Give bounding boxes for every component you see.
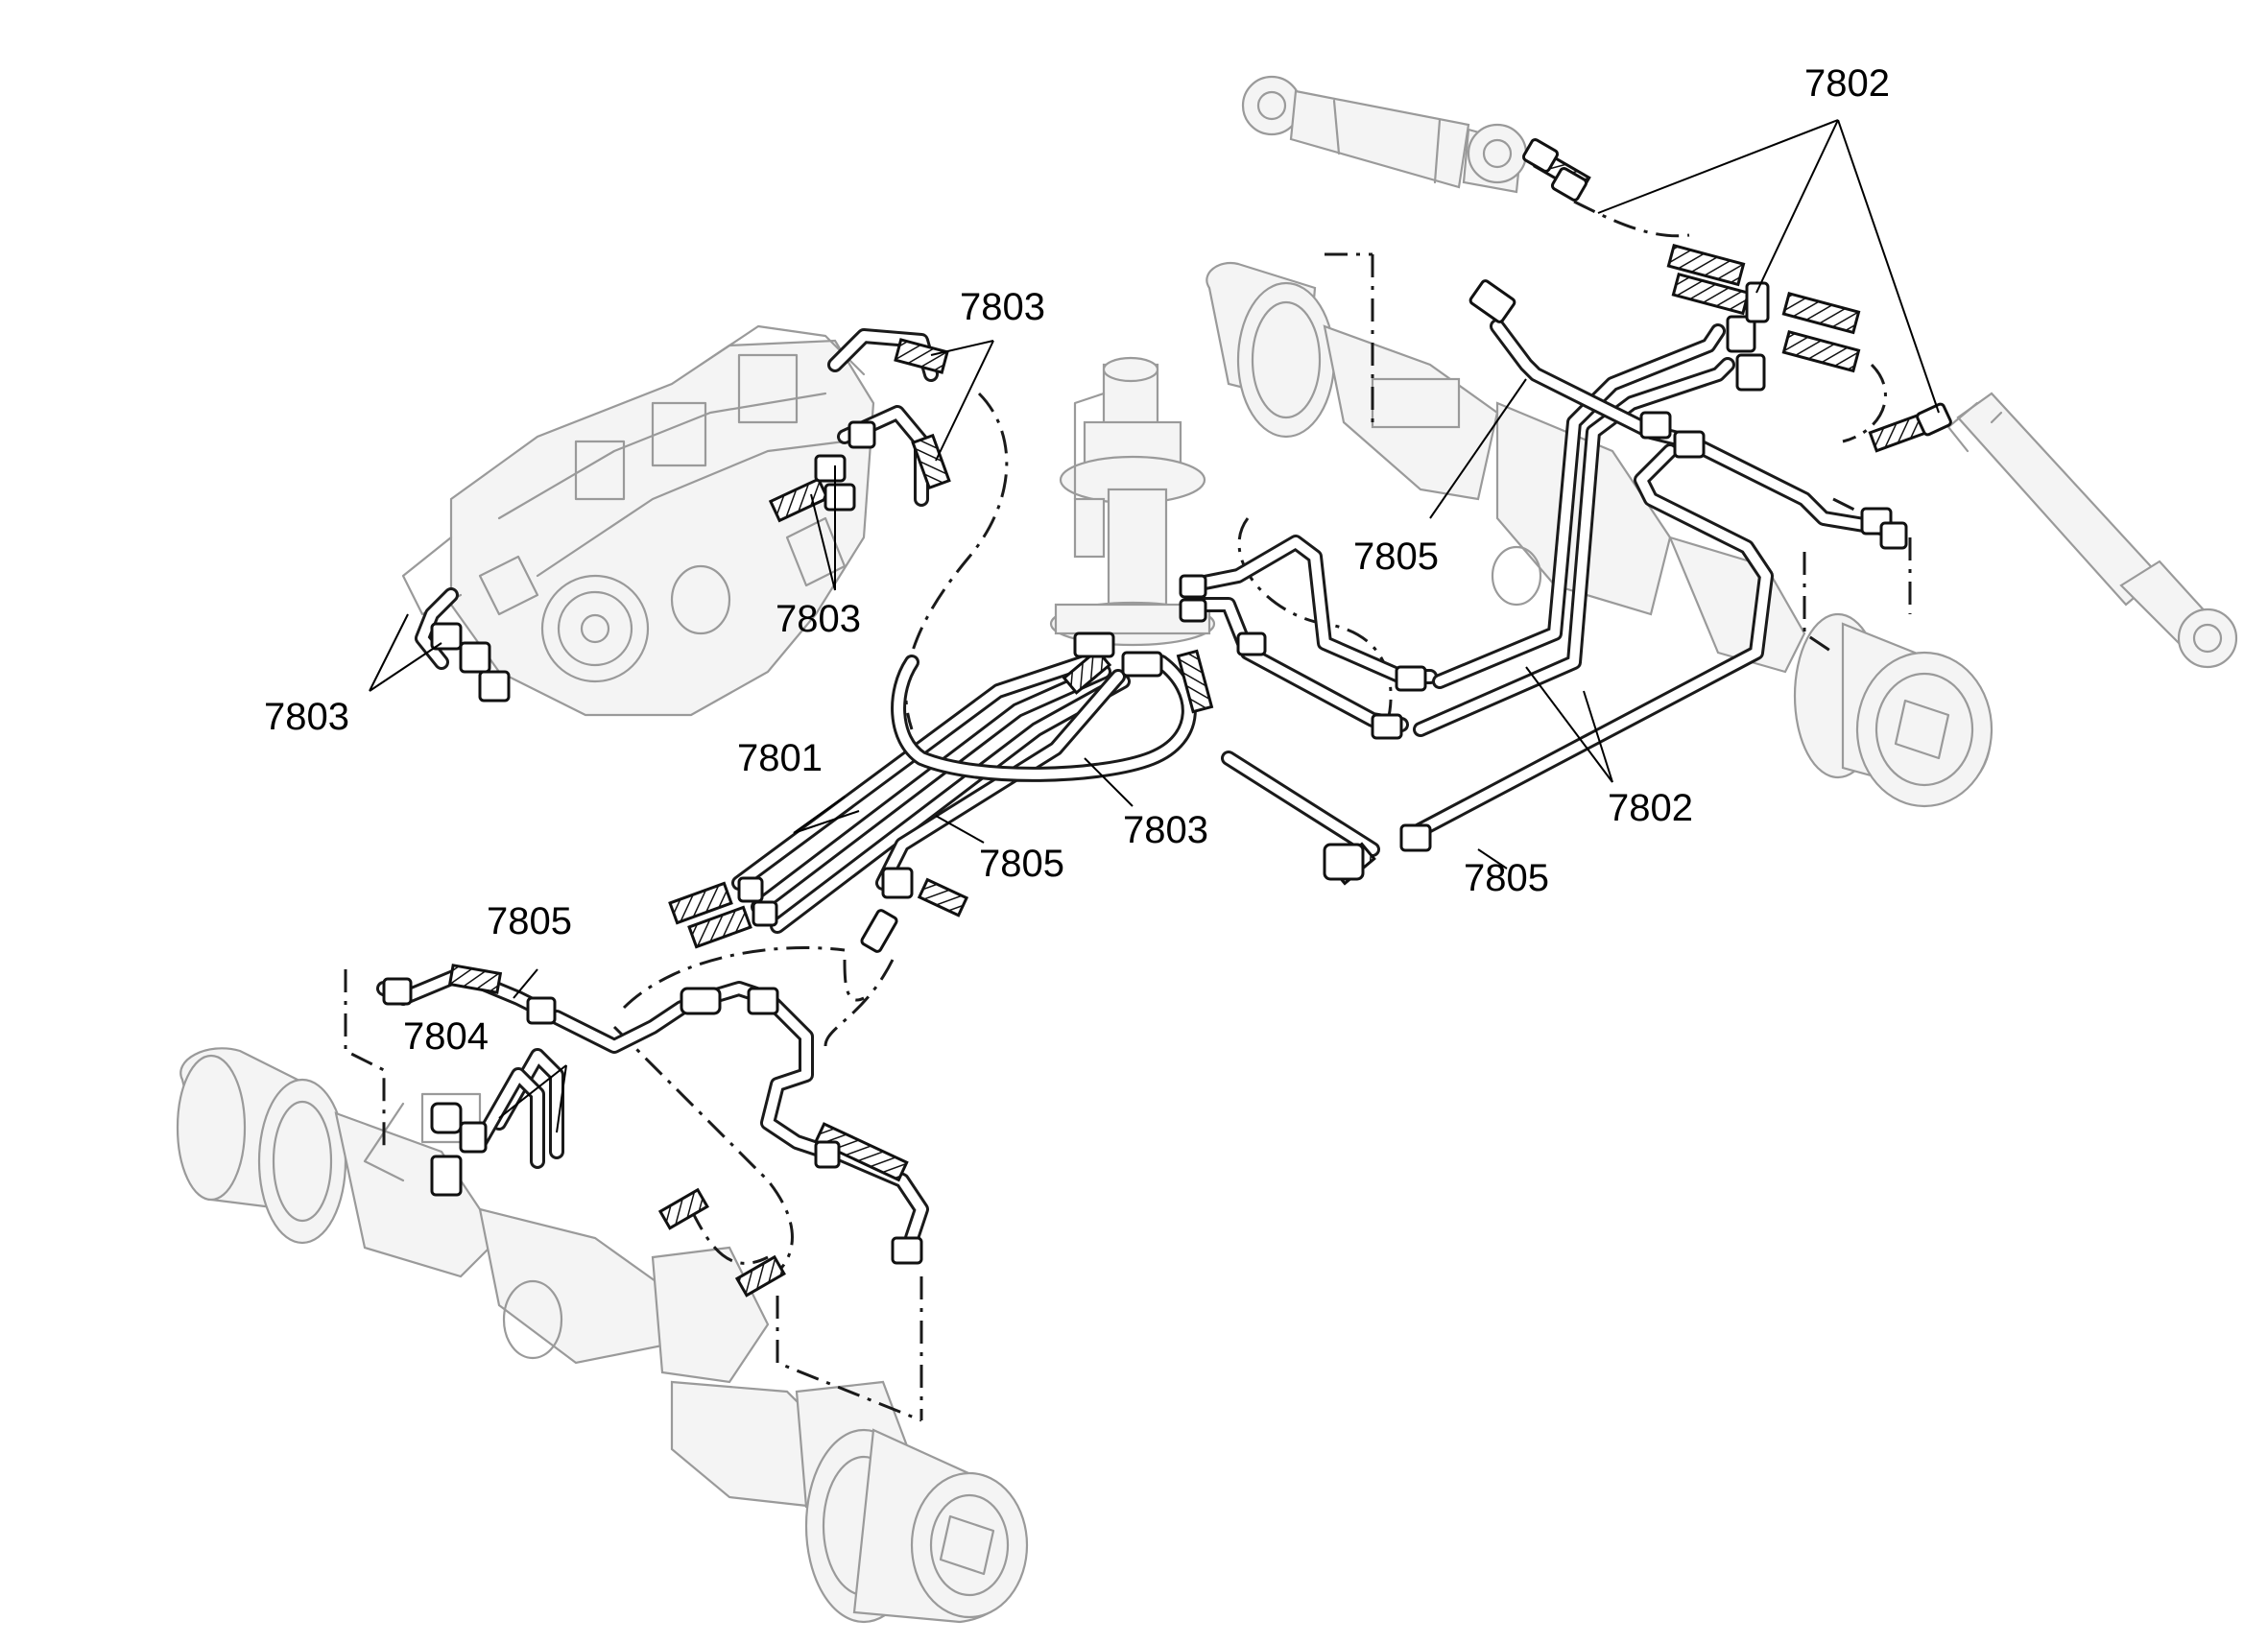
front-axle [176, 1047, 1029, 1624]
callout-front-lines: 7804 [403, 1015, 489, 1058]
hose-sleeves [447, 149, 1933, 1298]
callout-front-line: 7805 [487, 900, 572, 942]
callout-pump-line-mid: 7803 [776, 598, 861, 640]
transmission-pump-unit [401, 324, 875, 717]
fittings [382, 138, 1952, 1265]
dash-dot-paths [344, 200, 1912, 1422]
callout-steer-lines-lower: 7802 [1608, 787, 1693, 829]
callout-rear-line-right: 7805 [1464, 857, 1549, 899]
callout-swivel-hose: 7803 [1123, 809, 1208, 851]
upper-steering-cylinder [1241, 75, 1528, 194]
callout-pump-line-left: 7803 [264, 696, 349, 738]
callout-steer-cyl-lines: 7802 [1804, 62, 1890, 105]
callout-rear-line-center: 7805 [979, 843, 1064, 885]
callout-pump-line-upper: 7803 [960, 286, 1045, 328]
right-steering-cylinder [1946, 392, 2238, 669]
callout-main-lines: 7801 [737, 737, 823, 779]
leader-lines [369, 119, 1940, 1133]
callout-rear-line-upper: 7805 [1353, 536, 1439, 578]
